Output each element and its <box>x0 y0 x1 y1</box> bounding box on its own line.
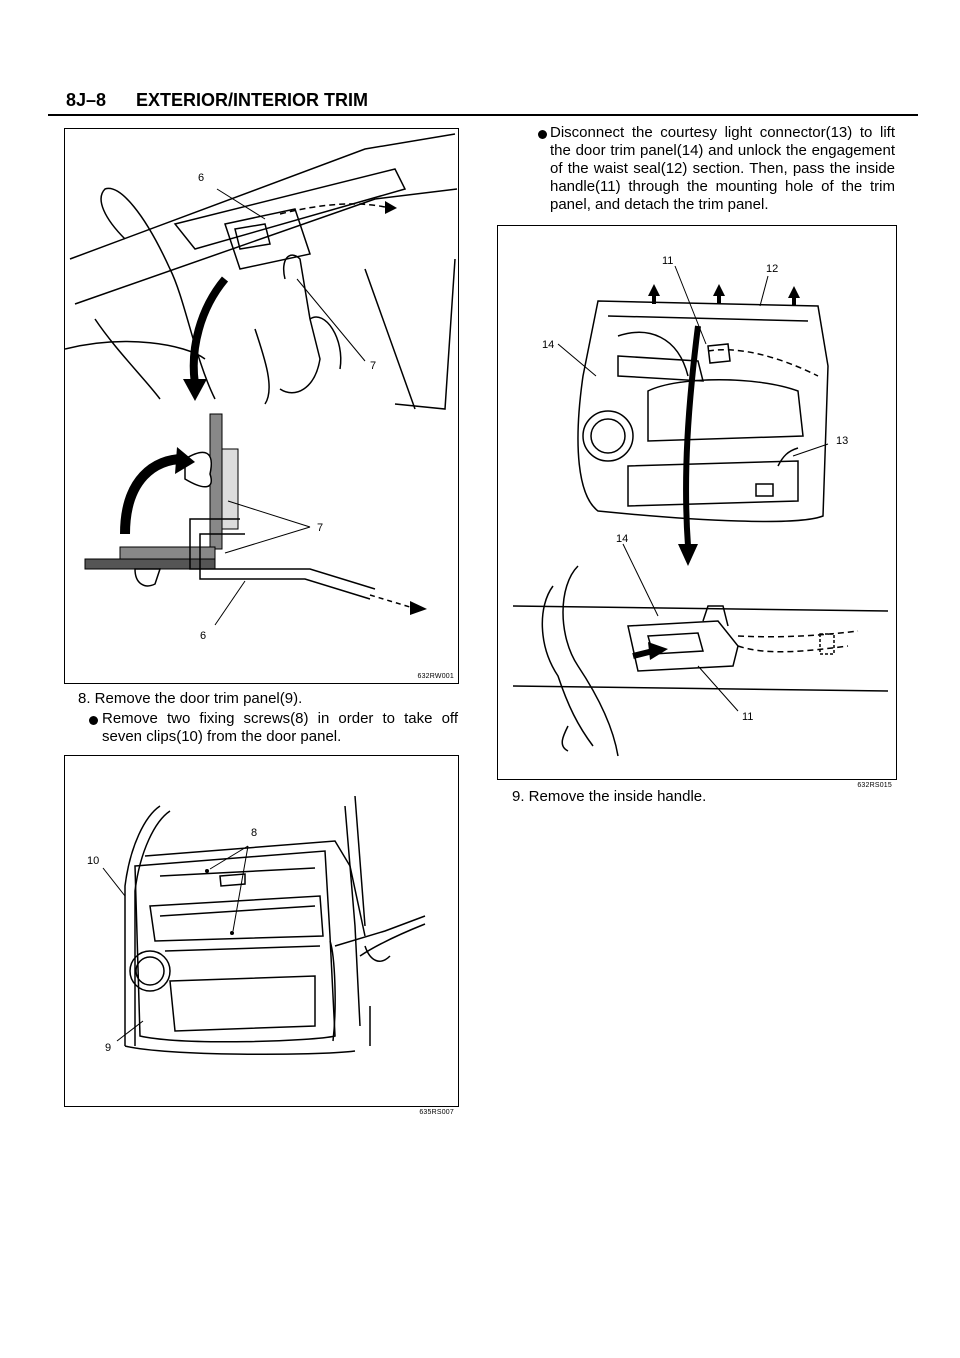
figure-handle-detail: 6 7 7 6 632RW001 <box>64 128 459 684</box>
callout-11-top: 11 <box>662 255 673 267</box>
bullet-icon <box>89 716 98 725</box>
section-title: EXTERIOR/INTERIOR TRIM <box>136 90 369 110</box>
callout-14-top: 14 <box>542 339 554 351</box>
figure-code: 632RS015 <box>857 782 892 789</box>
page-header: 8J–8 EXTERIOR/INTERIOR TRIM <box>48 90 918 116</box>
callout-7-bottom: 7 <box>317 522 323 534</box>
callout-8: 8 <box>251 827 257 839</box>
callout-11-bottom: 11 <box>742 711 753 723</box>
callout-9: 9 <box>105 1042 111 1054</box>
figure-code: 632RW001 <box>417 673 454 680</box>
section-code: 8J–8 <box>66 90 107 110</box>
callout-10: 10 <box>87 855 99 867</box>
step-8-continued-bullet: Disconnect the courtesy light connector(… <box>550 124 895 213</box>
callout-12: 12 <box>766 263 778 275</box>
figure-trim-panel-lift: 11 12 14 13 14 11 632RS015 <box>497 225 897 789</box>
step-8-bullet: Remove two fixing screws(8) in order to … <box>102 710 458 745</box>
callout-6-bottom: 6 <box>200 630 206 642</box>
figure-handle-detail-drawing: 6 7 7 6 <box>65 133 458 642</box>
callout-14-bottom: 14 <box>616 533 628 545</box>
figure-trim-panel-lift-drawing: 11 12 14 13 14 11 <box>512 255 889 757</box>
callout-13: 13 <box>836 435 848 447</box>
bullet-icon <box>538 130 547 139</box>
figure-door-panel-drawing: 8 10 9 <box>87 795 426 1056</box>
figure-code: 635RS007 <box>419 1109 454 1116</box>
callout-6-top: 6 <box>198 172 204 184</box>
step-8-heading: 8. Remove the door trim panel(9). <box>78 690 303 707</box>
callout-7-top: 7 <box>370 360 376 372</box>
header-rule <box>48 114 918 116</box>
figure-door-panel: 8 10 9 635RS007 <box>64 755 459 1116</box>
step-9-heading: 9. Remove the inside handle. <box>512 788 707 805</box>
